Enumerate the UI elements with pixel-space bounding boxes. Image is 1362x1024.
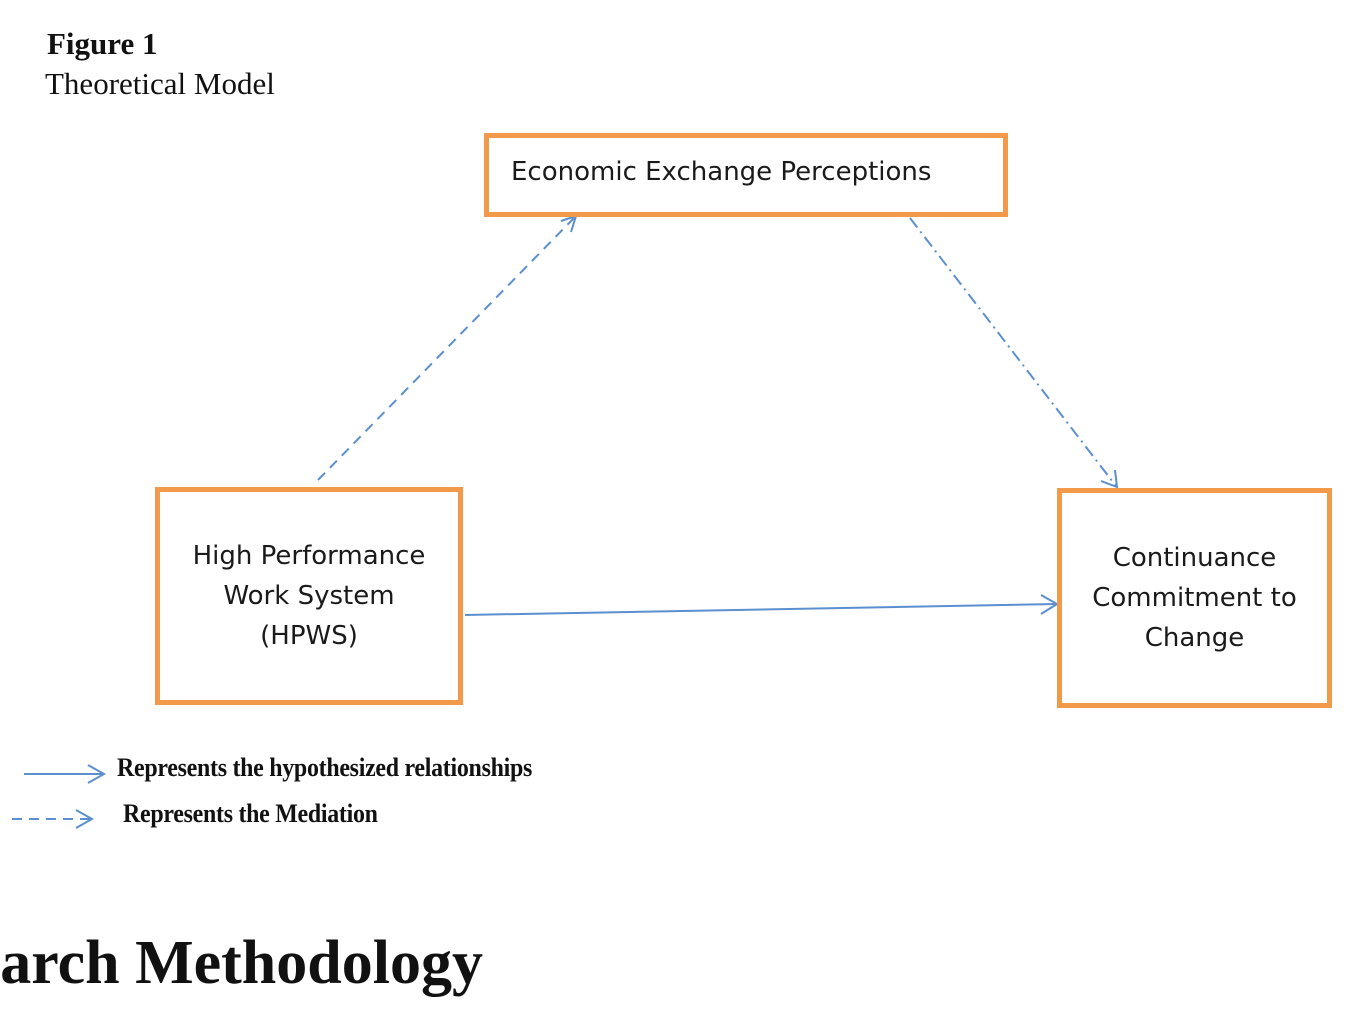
node-continuance-commitment: Continuance Commitment to Change [1057,488,1332,708]
node-hpws-label: High Performance Work System (HPWS) [192,541,426,651]
legend-solid-arrowhead [87,764,107,784]
node-economic-exchange-label: Economic Exchange Perceptions [511,157,932,187]
section-heading: Research Methodology [0,929,483,997]
legend-solid-label: Represents the hypothesized relationship… [117,753,533,782]
node-continuance-label: Continuance Commitment to Change [1092,543,1297,653]
arrowhead-continuance-top [1100,469,1119,489]
arrow-hpws-to-economic [317,217,575,481]
legend-dashed-label: Represents the Mediation [123,799,378,828]
figure-title: Theoretical Model [45,66,275,101]
arrow-economic-to-continuance [909,217,1117,487]
node-hpws: High Performance Work System (HPWS) [155,487,463,705]
arrow-hpws-to-continuance [464,603,1057,616]
section-heading-container: Research Methodology [0,926,1362,1024]
figure-number: Figure 1 [47,26,158,61]
legend-dashed-arrowhead [75,809,95,829]
node-economic-exchange-perceptions: Economic Exchange Perceptions [484,133,1008,217]
